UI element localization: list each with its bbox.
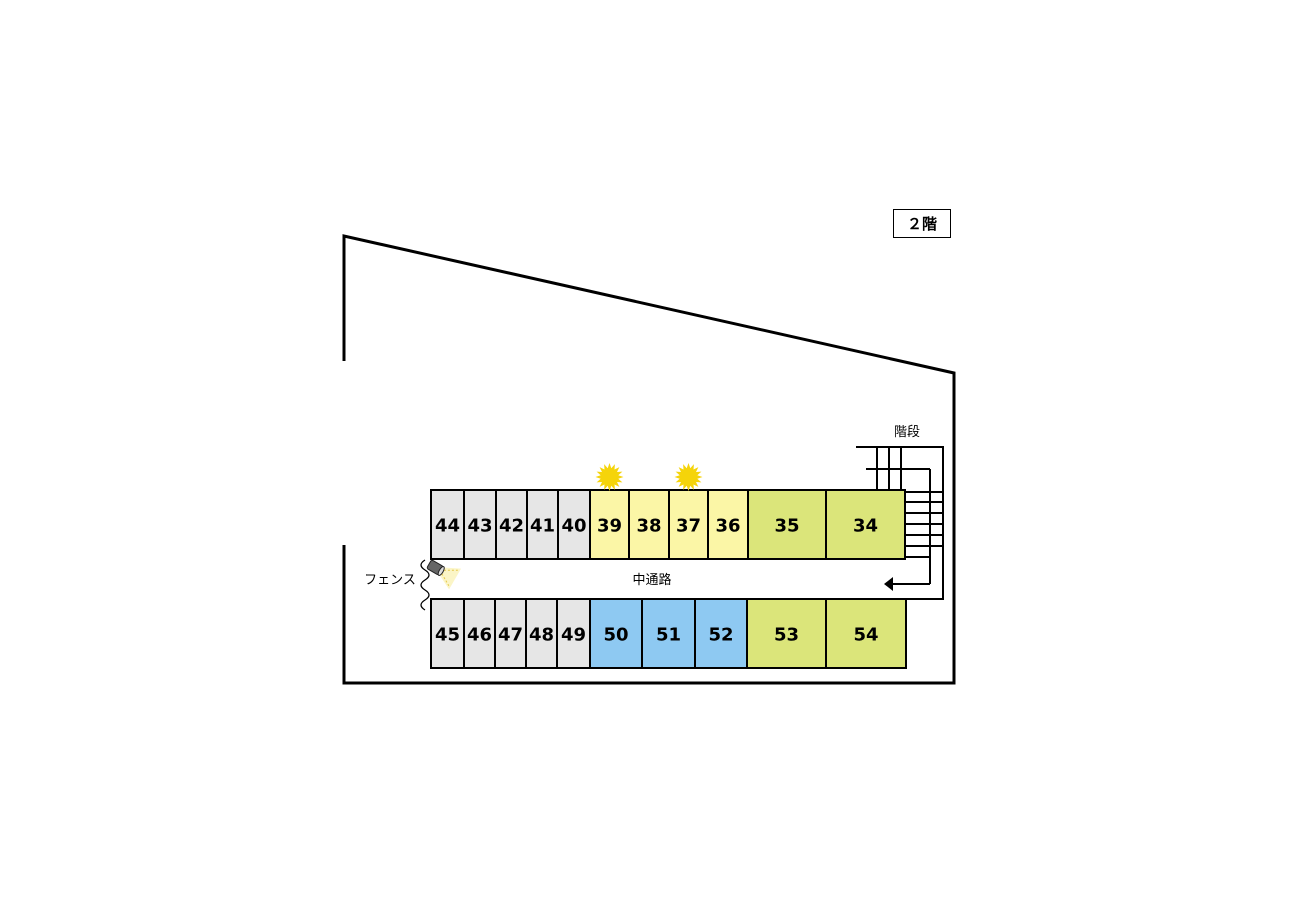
unit-35: 35 <box>747 489 827 560</box>
sun-markers <box>595 463 703 491</box>
unit-34: 34 <box>825 489 906 560</box>
unit-box-44 <box>430 489 465 560</box>
unit-box-34 <box>825 489 906 560</box>
sun-icon <box>595 463 624 491</box>
unit-box-41 <box>526 489 559 560</box>
unit-number-46: 46 <box>467 625 492 646</box>
unit-box-45 <box>430 598 465 669</box>
unit-43: 43 <box>463 489 497 560</box>
unit-51: 51 <box>641 598 696 669</box>
unit-52: 52 <box>694 598 748 669</box>
unit-box-52 <box>694 598 748 669</box>
unit-39: 39 <box>589 489 630 560</box>
unit-box-40 <box>557 489 591 560</box>
spotlight-icon <box>426 559 462 590</box>
building-outline <box>342 234 956 685</box>
unit-40: 40 <box>557 489 591 560</box>
unit-box-51 <box>641 598 696 669</box>
arrow-left-icon <box>884 577 893 591</box>
stairs-label: 階段 <box>894 425 920 440</box>
top-row-units: 44 43 42 41 40 39 38 37 36 35 34 <box>430 489 906 560</box>
floor-badge: ２階 <box>893 209 951 238</box>
unit-number-42: 42 <box>499 516 524 537</box>
unit-number-40: 40 <box>561 516 586 537</box>
unit-41: 41 <box>526 489 559 560</box>
unit-number-36: 36 <box>715 516 740 537</box>
unit-box-37 <box>668 489 709 560</box>
unit-46: 46 <box>463 598 496 669</box>
unit-54: 54 <box>825 598 907 669</box>
sun-icon <box>674 463 703 491</box>
corridor-label: 中通路 <box>632 572 671 588</box>
unit-box-36 <box>707 489 749 560</box>
unit-number-41: 41 <box>530 516 555 537</box>
unit-53: 53 <box>746 598 827 669</box>
unit-42: 42 <box>495 489 528 560</box>
unit-number-38: 38 <box>636 516 661 537</box>
unit-37: 37 <box>668 489 709 560</box>
unit-box-46 <box>463 598 496 669</box>
unit-number-49: 49 <box>561 625 586 646</box>
unit-number-50: 50 <box>603 625 628 646</box>
unit-box-39 <box>589 489 630 560</box>
unit-box-54 <box>825 598 907 669</box>
unit-47: 47 <box>494 598 527 669</box>
unit-49: 49 <box>556 598 591 669</box>
unit-number-48: 48 <box>529 625 554 646</box>
bottom-row-units: 45 46 47 48 49 50 51 52 53 54 <box>430 598 907 669</box>
unit-number-44: 44 <box>435 516 460 537</box>
unit-44: 44 <box>430 489 465 560</box>
unit-number-35: 35 <box>774 516 799 537</box>
stairs <box>856 446 944 600</box>
unit-number-54: 54 <box>853 625 878 646</box>
unit-number-34: 34 <box>853 516 878 537</box>
unit-36: 36 <box>707 489 749 560</box>
fence-line <box>420 559 430 611</box>
unit-number-43: 43 <box>467 516 492 537</box>
unit-number-47: 47 <box>498 625 523 646</box>
unit-50: 50 <box>589 598 643 669</box>
unit-number-51: 51 <box>656 625 681 646</box>
unit-number-53: 53 <box>774 625 799 646</box>
unit-number-37: 37 <box>676 516 701 537</box>
unit-number-45: 45 <box>435 625 460 646</box>
unit-box-42 <box>495 489 528 560</box>
unit-48: 48 <box>525 598 558 669</box>
unit-38: 38 <box>628 489 670 560</box>
unit-45: 45 <box>430 598 465 669</box>
unit-number-39: 39 <box>597 516 622 537</box>
unit-box-38 <box>628 489 670 560</box>
fence-label: フェンス <box>364 573 416 588</box>
unit-number-52: 52 <box>708 625 733 646</box>
